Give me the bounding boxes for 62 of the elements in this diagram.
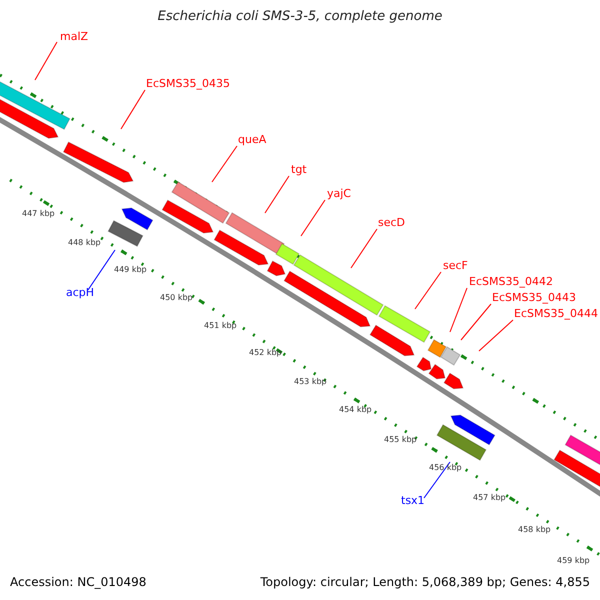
gene-label: EcSMS35_0444 [514, 307, 598, 321]
gene-marker [121, 207, 154, 230]
leader-line [414, 272, 442, 310]
leader-line [478, 320, 514, 352]
scale-label: 453 kbp [294, 376, 327, 388]
gene-label: tgt [291, 163, 307, 177]
gene-marker [443, 372, 464, 390]
scale-label: 448 kbp [68, 237, 101, 249]
gene-marker [214, 230, 269, 266]
scale-label: 456 kbp [429, 462, 462, 474]
gene-bar [275, 243, 300, 265]
gene-bar [378, 305, 431, 343]
gene-marker [0, 98, 59, 139]
gene-marker [266, 260, 286, 276]
gene-label: EcSMS35_0435 [146, 77, 230, 91]
gene-label: acpH [66, 286, 94, 300]
title: Escherichia coli SMS-3-5, complete genome [156, 10, 444, 24]
scale-label: 447 kbp [22, 208, 55, 220]
gene-bar [171, 181, 230, 224]
gene-bar [440, 346, 461, 366]
gene-bar [108, 220, 144, 247]
gene-bar [225, 212, 285, 255]
leader-line [460, 304, 492, 340]
gene-label: queA [238, 133, 266, 147]
leader-line [264, 176, 290, 214]
gene-label: secF [443, 259, 468, 273]
scale-label: 454 kbp [339, 404, 372, 416]
gene-label: secD [378, 216, 406, 230]
gene-label: malZ [60, 30, 88, 44]
gene-marker [416, 356, 432, 372]
gene-marker [62, 141, 134, 183]
leader-line [424, 462, 450, 498]
scale-label: 449 kbp [114, 264, 147, 276]
leader-line [300, 200, 326, 236]
scale-label: 457 kbp [473, 492, 506, 504]
genome-summary-text: Topology: circular; Length: 5,068,389 bp; Genes: 4,855 [260, 575, 590, 589]
accession-text: Accession: NC_010498 [10, 575, 146, 589]
gene-bar [427, 339, 447, 358]
gene-label: EcSMS35_0442 [469, 275, 553, 289]
gene-marker [162, 200, 214, 234]
scale-label: 459 kbp [557, 555, 590, 567]
leader-line [34, 42, 58, 80]
gene-marker [450, 414, 496, 446]
gene-marker [284, 270, 371, 328]
scale-label: 458 kbp [518, 524, 551, 536]
gene-label: yajC [327, 187, 351, 201]
gene-marker [369, 324, 415, 356]
leader-line [212, 146, 238, 182]
leader-line [88, 250, 116, 290]
gene-bar [436, 424, 487, 461]
gene-bar [0, 80, 70, 130]
scale-label: 452 kbp [249, 347, 282, 359]
leader-line [450, 288, 468, 332]
gene-marker [428, 364, 446, 380]
gene-label: EcSMS35_0443 [492, 291, 576, 305]
gene-bar [293, 254, 384, 316]
scale-label: 451 kbp [204, 320, 237, 332]
leader-line [350, 228, 378, 268]
scale-label: 450 kbp [160, 292, 193, 304]
leader-line [120, 90, 146, 130]
scale-label: 455 kbp [384, 434, 417, 446]
gene-label: tsx1 [401, 494, 425, 508]
